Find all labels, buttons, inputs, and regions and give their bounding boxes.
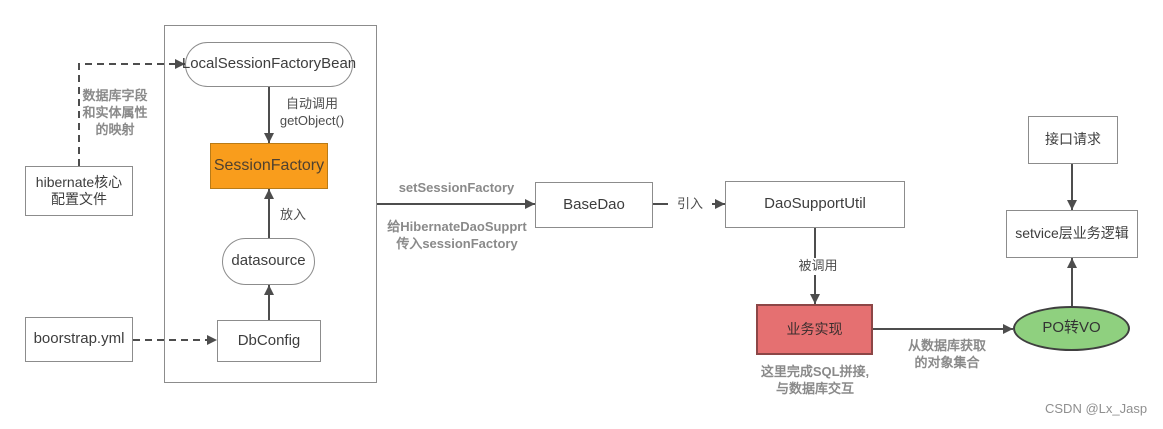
edge-hibernateconfig-to-lsfb — [78, 59, 185, 166]
node-local-session-factory-bean: LocalSessionFactoryBean — [182, 42, 356, 87]
label-put-in: 放入 — [280, 207, 307, 222]
node-business-implementation: 业务实现 — [756, 304, 873, 355]
label-db-field-entity-mapping: 数据库字段 和实体属性 的映射 — [82, 88, 148, 137]
node-bootstrap-yml: boorstrap.yml — [25, 317, 133, 362]
csdn-watermark: CSDN @Lx_Jasp — [1045, 401, 1148, 416]
label-sql-splice-note: 这里完成SQL拼接, 与数据库交互 — [760, 364, 870, 396]
node-po-to-vo: PO转VO — [1013, 306, 1130, 351]
label-fetch-object-collection: 从数据库获取 的对象集合 — [907, 338, 986, 370]
node-api-request: 接口请求 — [1028, 116, 1118, 164]
node-service-layer-logic: setvice层业务逻辑 — [1006, 210, 1138, 258]
node-datasource: datasource — [222, 238, 315, 285]
label-import: 引入 — [668, 196, 712, 213]
node-base-dao: BaseDao — [535, 182, 653, 228]
node-hibernate-config-file: hibernate核心 配置文件 — [25, 166, 133, 216]
node-dao-support-util: DaoSupportUtil — [725, 181, 905, 228]
node-session-factory: SessionFactory — [210, 143, 328, 189]
node-db-config: DbConfig — [217, 320, 321, 362]
label-set-session-factory: setSessionFactory — [398, 180, 515, 195]
label-be-called: 被调用 — [788, 258, 848, 275]
label-auto-call-getobject: 自动调用 getObject() — [279, 96, 345, 128]
label-pass-session-factory: 给HibernateDaoSupprt 传入sessionFactory — [387, 219, 527, 251]
